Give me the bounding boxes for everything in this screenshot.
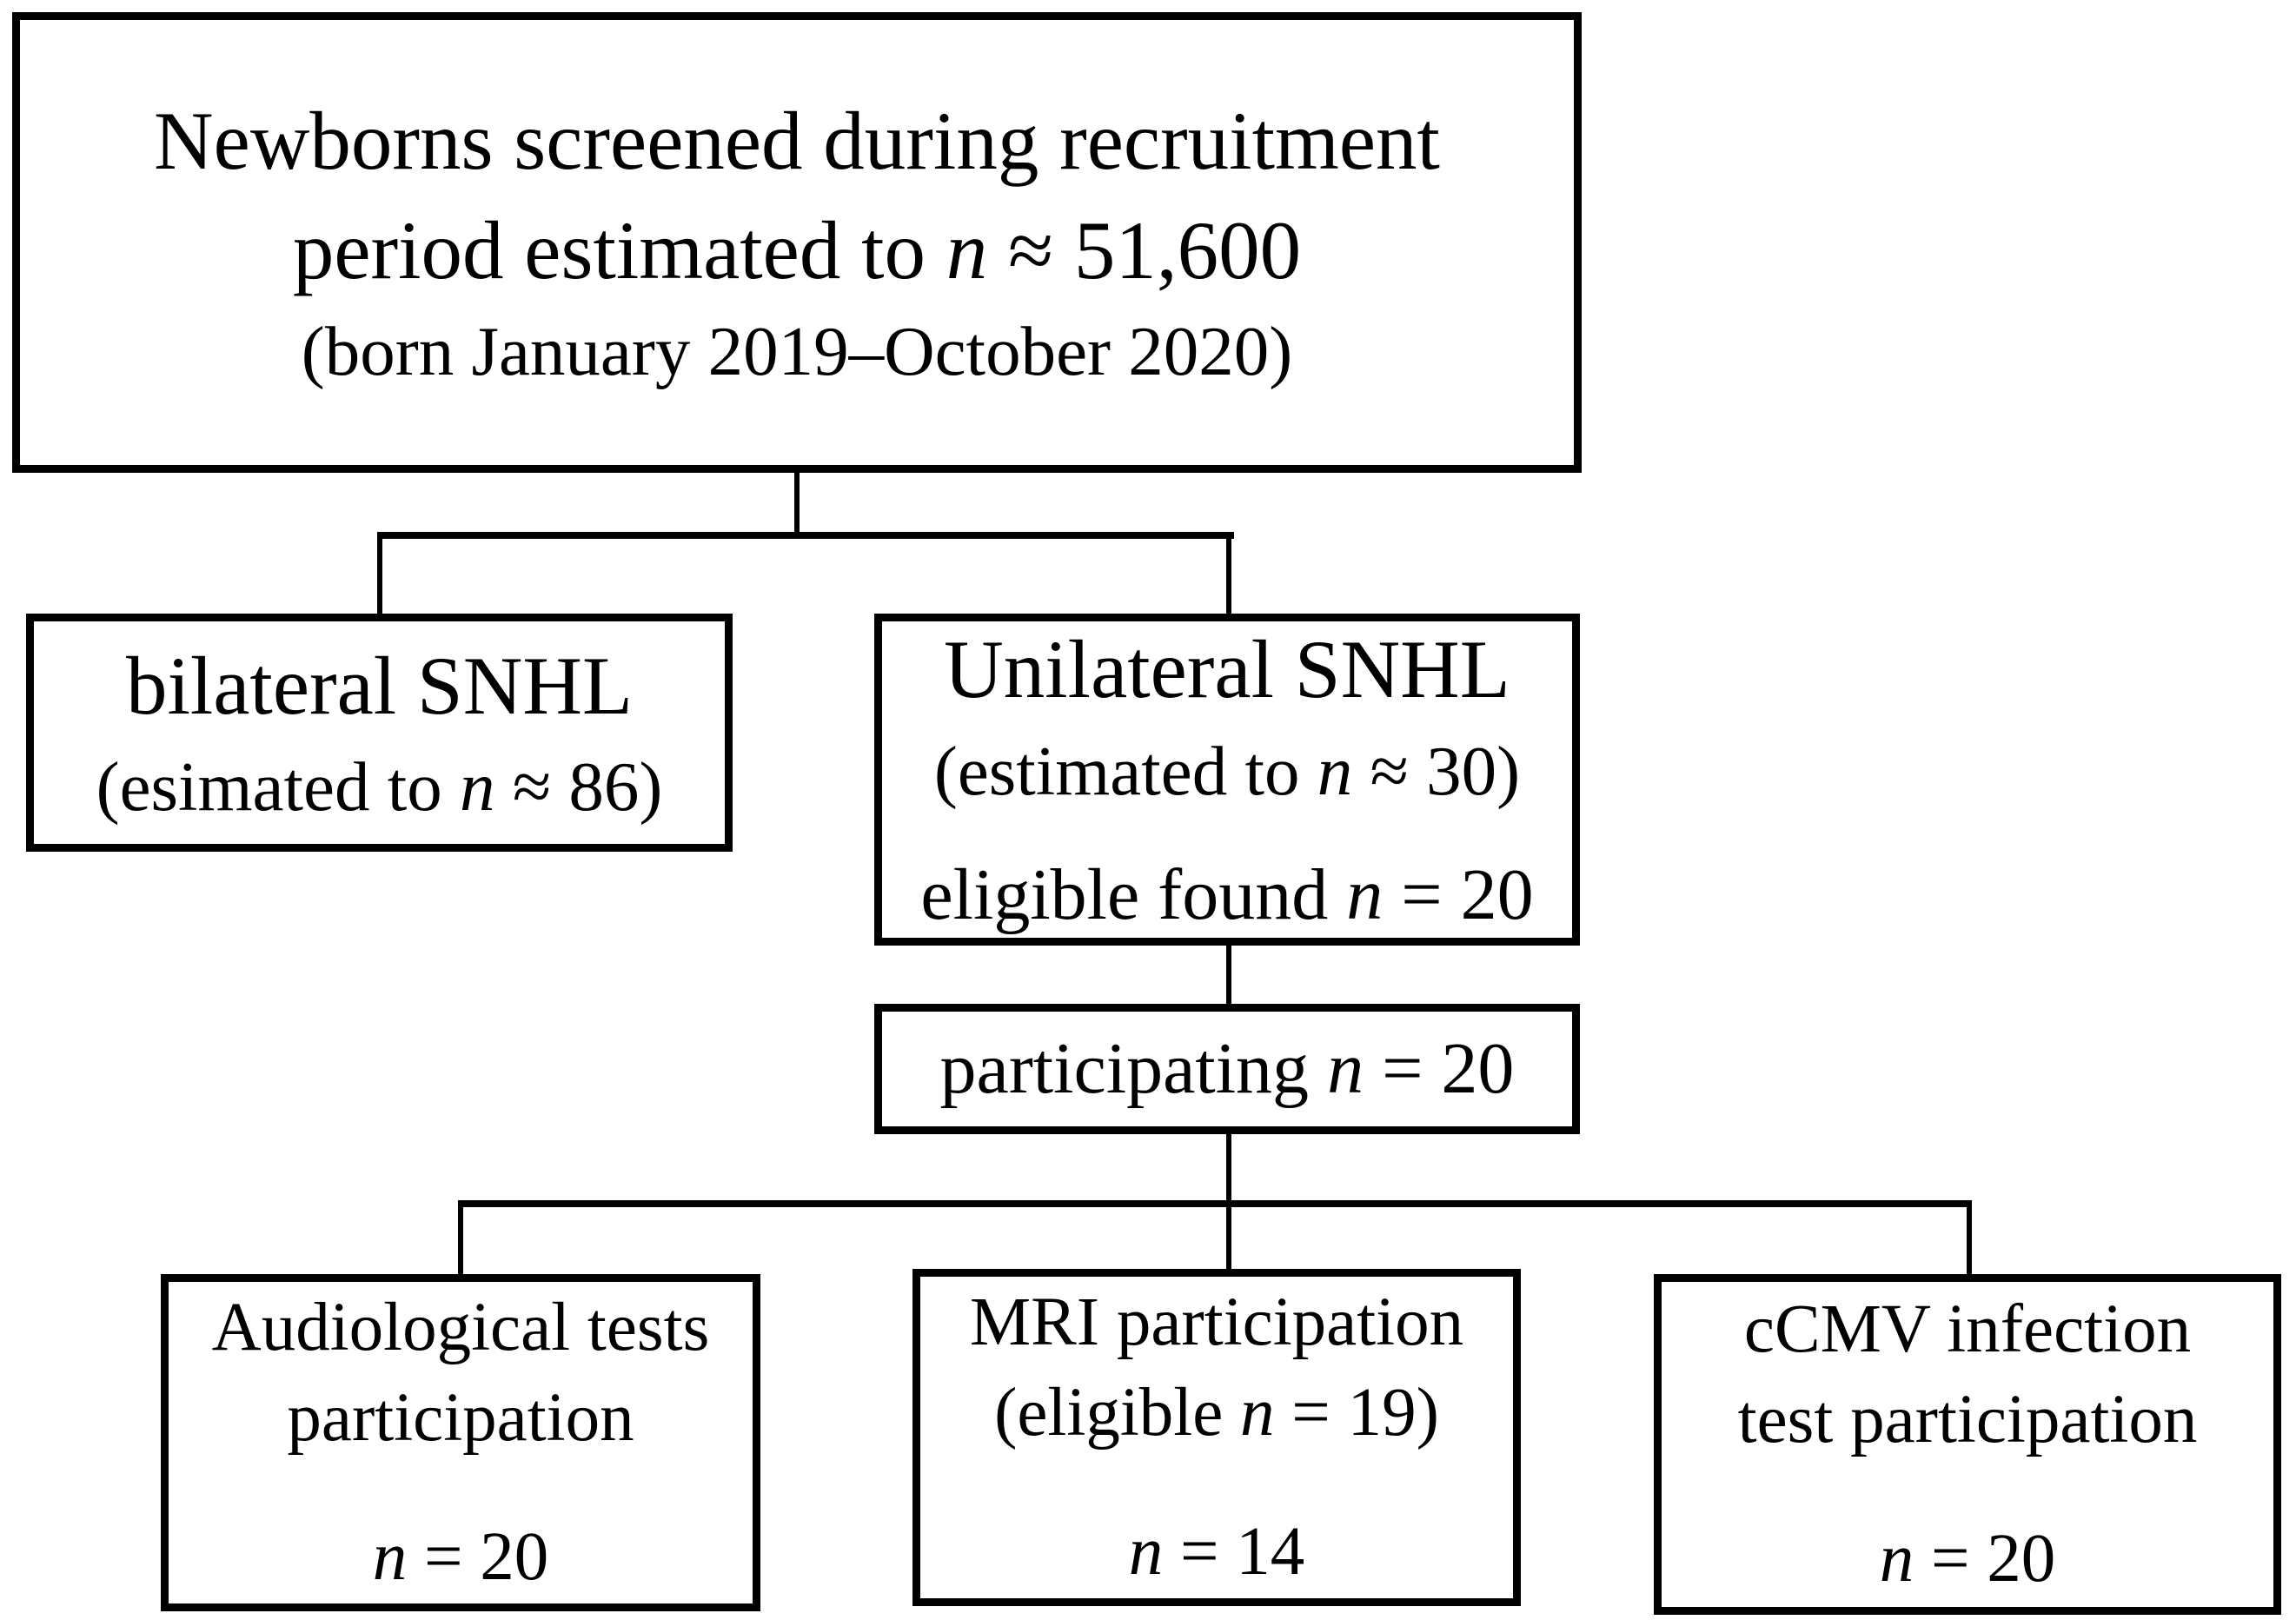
box-line: Newborns screened during recruitment [154, 95, 1440, 188]
text-segment: ≈ 30) [1352, 731, 1521, 810]
n-symbol: n [372, 1519, 408, 1596]
connector-top-stub [794, 473, 800, 539]
connector-unilateral-participating [1226, 946, 1231, 1005]
connector-branch2-right-vertical [1967, 1200, 1972, 1278]
box-line: Audiological tests [211, 1289, 710, 1365]
connector-branch2-left-vertical [458, 1200, 463, 1277]
n-symbol: n [1240, 1374, 1275, 1451]
text-segment: = 20 [1383, 853, 1534, 935]
text-segment: = 20 [407, 1519, 549, 1596]
text-segment: = 19) [1274, 1374, 1439, 1451]
text-segment: eligible found [920, 853, 1347, 935]
text-segment: participating [939, 1027, 1328, 1109]
box-line: (eligible n = 19) [994, 1368, 1439, 1458]
box-line: n = 20 [373, 1512, 549, 1603]
box-mri-participation: MRI participation (eligible n = 19) n = … [912, 1269, 1521, 1606]
n-symbol: n [1346, 853, 1384, 935]
text-segment: (esimated to [96, 747, 460, 827]
text-segment: ≈ 51,600 [987, 203, 1302, 296]
connector-branch2-middle-vertical [1226, 1200, 1231, 1271]
box-ccmv-test: cCMV infection test participation n = 20 [1654, 1274, 2281, 1615]
box-bilateral-snhl: bilateral SNHL (esimated to n ≈ 86) [26, 614, 733, 852]
text-segment: ≈ 86) [494, 747, 663, 827]
text-segment: = 14 [1163, 1514, 1305, 1590]
connector-branch2-horizontal [458, 1200, 1972, 1207]
connector-branch1-right-vertical [1226, 532, 1231, 617]
connector-branch1-horizontal [377, 532, 1234, 539]
n-symbol: n [946, 203, 988, 296]
n-symbol: n [1879, 1521, 1914, 1597]
box-line: eligible found n = 20 [920, 847, 1533, 944]
box-line: n = 14 [1129, 1507, 1305, 1597]
box-line: MRI participation [969, 1284, 1464, 1360]
text-segment: = 20 [1364, 1027, 1515, 1109]
box-line: participating n = 20 [940, 1021, 1515, 1118]
box-line: bilateral SNHL [125, 639, 634, 732]
box-newborns-screened: Newborns screened during recruitment per… [12, 12, 1582, 473]
text-segment: = 20 [1914, 1521, 2056, 1597]
n-symbol: n [1317, 731, 1353, 810]
text-segment: (eligible [994, 1374, 1241, 1451]
box-audiological-tests: Audiological tests participation n = 20 [161, 1274, 760, 1611]
box-unilateral-snhl: Unilateral SNHL (estimated to n ≈ 30) el… [874, 614, 1580, 946]
box-line: participation [287, 1379, 634, 1456]
box-line: cCMV infection [1743, 1291, 2192, 1367]
text-segment: period estimated to [292, 203, 946, 296]
box-line: Unilateral SNHL [944, 623, 1510, 716]
n-symbol: n [1128, 1514, 1164, 1590]
connector-branch1-left-vertical [377, 532, 382, 617]
box-line: (estimated to n ≈ 30) [934, 725, 1520, 818]
n-symbol: n [459, 747, 495, 827]
box-line: (esimated to n ≈ 86) [96, 740, 663, 833]
box-participating: participating n = 20 [874, 1004, 1580, 1134]
box-line: period estimated to n ≈ 51,600 [293, 196, 1301, 305]
box-line: (born January 2019–October 2020) [301, 311, 1293, 390]
box-line: test participation [1737, 1381, 2198, 1457]
box-line: n = 20 [1880, 1514, 2056, 1604]
n-symbol: n [1327, 1027, 1364, 1109]
text-segment: (estimated to [933, 731, 1317, 810]
connector-participating-stub [1226, 1134, 1231, 1204]
